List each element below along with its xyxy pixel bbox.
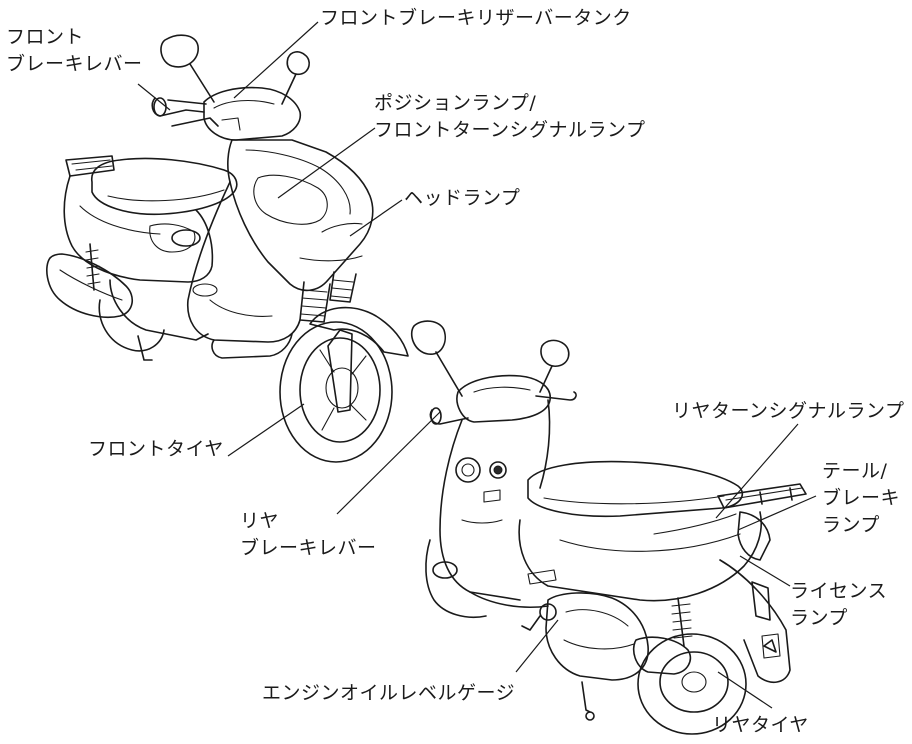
- leader-license-lamp: [739, 555, 791, 587]
- leader-rear-tire: [717, 671, 773, 709]
- label-rear-tire-text: リヤタイヤ: [712, 714, 809, 736]
- leader-front-brake-reservoir: [233, 21, 319, 99]
- label-tail-brake-lamp-line2: ブレーキ: [822, 487, 901, 509]
- label-oil-level-gauge: エンジンオイルレベルゲージ: [262, 680, 515, 707]
- leader-position-lamp: [277, 127, 376, 199]
- label-oil-level-gauge-text: エンジンオイルレベルゲージ: [262, 682, 516, 704]
- label-tail-brake-lamp-line1: テール/: [822, 460, 888, 482]
- label-license-lamp-line1: ライセンス: [790, 580, 888, 602]
- label-front-brake-reservoir: フロントブレーキリザーバータンク: [320, 5, 632, 32]
- leader-tail-brake-lamp: [737, 495, 817, 531]
- label-rear-turn-signal-text: リヤターンシグナルランプ: [672, 400, 905, 422]
- label-headlamp-text: ヘッドランプ: [404, 187, 521, 209]
- rear-scooter-drawing: [410, 320, 807, 735]
- label-rear-brake-lever-line1: リヤ: [240, 510, 280, 532]
- label-rear-brake-lever-line2: ブレーキレバー: [240, 537, 377, 559]
- label-rear-tire: リヤタイヤ: [712, 712, 809, 739]
- label-front-brake-lever-line1: フロント: [6, 26, 85, 48]
- label-tail-brake-lamp: テール/ ブレーキ ランプ: [822, 458, 900, 539]
- label-front-tire-text: フロントタイヤ: [88, 438, 224, 460]
- leader-oil-level-gauge: [515, 619, 559, 673]
- front-scooter-drawing: [46, 34, 409, 463]
- leader-rear-brake-lever: [336, 411, 441, 515]
- label-rear-brake-lever: リヤ ブレーキレバー: [240, 508, 377, 562]
- leader-lines: [137, 21, 817, 709]
- label-license-lamp: ライセンス ランプ: [790, 578, 887, 632]
- label-front-brake-lever: フロント ブレーキレバー: [6, 24, 143, 78]
- leader-rear-turn-signal: [715, 423, 799, 519]
- label-license-lamp-line2: ランプ: [790, 607, 848, 629]
- label-front-brake-lever-line2: ブレーキレバー: [6, 53, 143, 75]
- label-position-lamp: ポジションランプ/ フロントターンシグナルランプ: [374, 90, 645, 144]
- label-headlamp: ヘッドランプ: [404, 185, 520, 212]
- label-front-tire: フロントタイヤ: [88, 436, 224, 463]
- label-tail-brake-lamp-line3: ランプ: [822, 514, 880, 536]
- label-rear-turn-signal: リヤターンシグナルランプ: [672, 398, 904, 425]
- label-position-lamp-line1: ポジションランプ/: [374, 92, 537, 114]
- label-position-lamp-line2: フロントターンシグナルランプ: [374, 119, 646, 141]
- label-front-brake-reservoir-text: フロントブレーキリザーバータンク: [320, 7, 632, 29]
- leader-front-tire: [227, 403, 305, 457]
- leader-front-brake-lever: [137, 83, 171, 111]
- leader-headlamp: [349, 199, 403, 237]
